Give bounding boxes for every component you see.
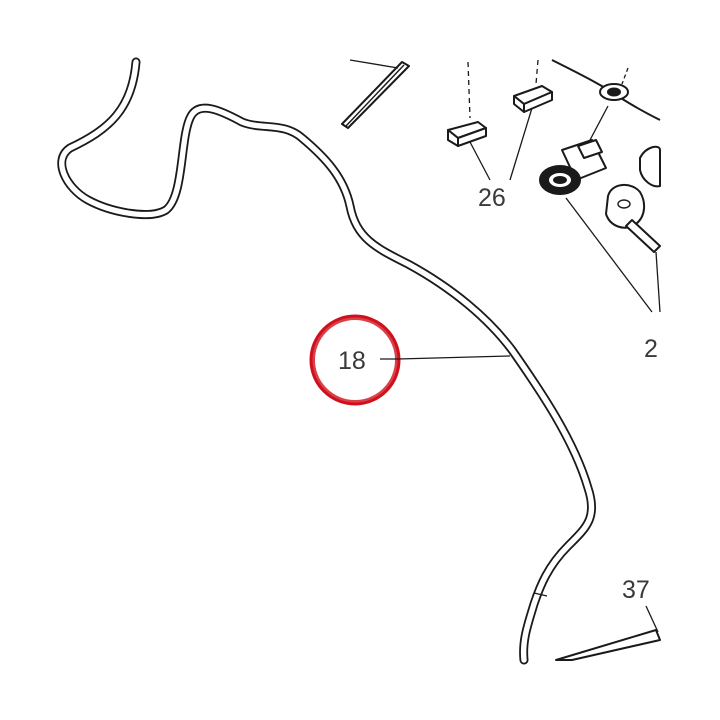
callout-18-leader-long [397, 355, 511, 360]
callout-18: 18 [338, 347, 366, 375]
highlight-18 [309, 314, 401, 406]
part-37 [555, 605, 661, 661]
lock-housing [551, 59, 661, 141]
key [605, 184, 661, 313]
callout-37: 37 [622, 576, 650, 604]
key-blank-right [513, 59, 553, 113]
callout-26-leaders [469, 107, 533, 181]
key-edge [639, 145, 661, 188]
rod-part [341, 59, 410, 129]
callout-2: 2 [644, 335, 658, 363]
key-blank-left [447, 61, 487, 147]
lock-cylinder [539, 139, 653, 313]
callout-26: 26 [478, 184, 506, 212]
cable-18 [57, 57, 597, 665]
